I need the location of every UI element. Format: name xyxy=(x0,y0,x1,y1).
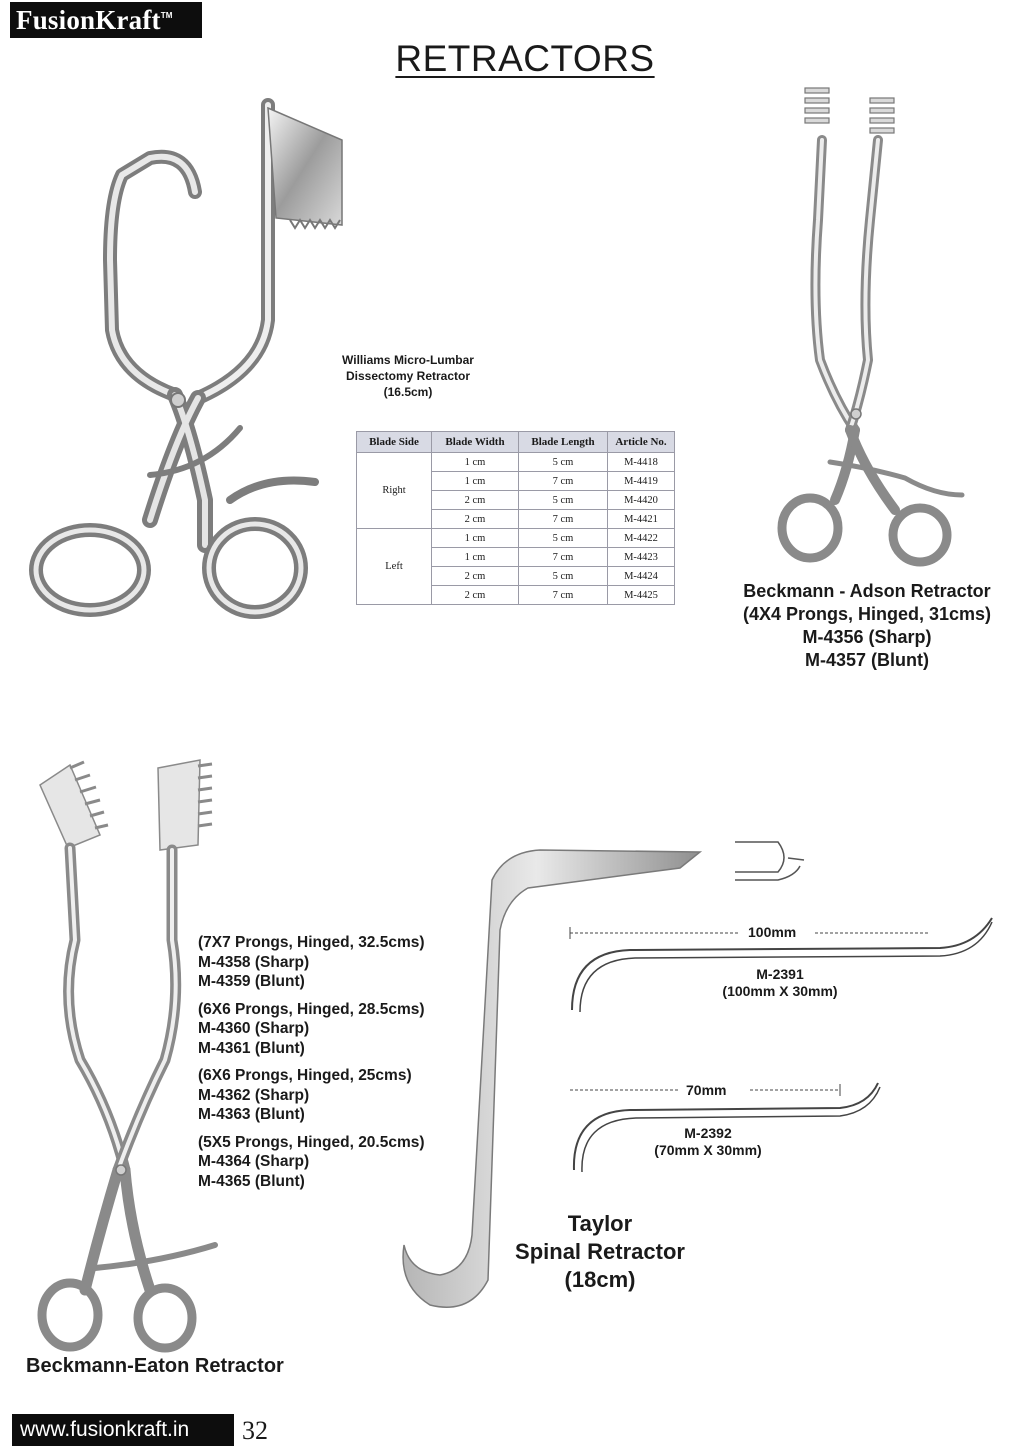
blunt-code: M-4361 (Blunt) xyxy=(198,1039,305,1057)
sharp-code: M-4358 (Sharp) xyxy=(198,953,310,971)
brand-logo: FusionKraftTM xyxy=(10,2,202,38)
table-cell: 5 cm xyxy=(518,566,608,586)
variant-code: M-2392 xyxy=(684,1125,732,1141)
variant-size: (70mm X 30mm) xyxy=(654,1142,762,1158)
beckmann-adson-caption: Beckmann - Adson Retractor (4X4 Prongs, … xyxy=(712,580,1022,672)
blade-side-cell: Right xyxy=(356,452,432,529)
table-cell: 1 cm xyxy=(431,452,519,472)
beckmann-eaton-spec-list: (7X7 Prongs, Hinged, 32.5cms) M-4358 (Sh… xyxy=(198,933,468,1199)
table-cell: M-4423 xyxy=(607,547,675,567)
table-cell: M-4425 xyxy=(607,585,675,605)
table-cell: 2 cm xyxy=(431,585,519,605)
table-cell: 1 cm xyxy=(431,547,519,567)
footer-website: www.fusionkraft.in xyxy=(12,1414,234,1446)
table-cell: 5 cm xyxy=(518,452,608,472)
dimension-label-100mm: 100mm xyxy=(742,924,803,940)
spec-group: (6X6 Prongs, Hinged, 28.5cms) M-4360 (Sh… xyxy=(198,1000,468,1059)
table-row: 2 cm 7 cm M-4425 xyxy=(357,585,675,605)
williams-caption-line1: Williams Micro-Lumbar xyxy=(342,353,474,367)
dimension-label-70mm: 70mm xyxy=(680,1082,733,1098)
table-cell: 1 cm xyxy=(431,471,519,491)
table-cell: 2 cm xyxy=(431,490,519,510)
variant-size: (100mm X 30mm) xyxy=(722,983,838,999)
trademark-mark: TM xyxy=(160,11,173,20)
column-header: Article No. xyxy=(607,431,675,453)
williams-caption-line2: Dissectomy Retractor xyxy=(345,369,471,383)
table-row: 2 cm 5 cm M-4420 xyxy=(357,490,675,510)
sharp-code: M-4360 (Sharp) xyxy=(198,1020,310,1037)
page-number: 32 xyxy=(242,1416,268,1445)
table-row: Left 1 cm 5 cm M-4422 xyxy=(356,528,675,605)
spec-group: (6X6 Prongs, Hinged, 25cms) M-4362 (Shar… xyxy=(198,1066,468,1125)
variant-label-m2392: M-2392 (70mm X 30mm) xyxy=(628,1125,788,1159)
table-row: 1 cm 7 cm M-4423 xyxy=(357,547,675,567)
taylor-title-line1: Taylor xyxy=(567,1211,633,1236)
table-cell: M-4421 xyxy=(607,509,675,529)
table-cell: 7 cm xyxy=(518,585,608,605)
table-cell: 1 cm xyxy=(431,528,519,548)
table-cell: 7 cm xyxy=(518,471,608,491)
column-header: Blade Side xyxy=(356,431,432,453)
table-cell: M-4418 xyxy=(607,452,675,472)
table-cell: M-4419 xyxy=(607,471,675,491)
blade-side-cell: Left xyxy=(356,528,432,605)
spec-size: (6X6 Prongs, Hinged, 28.5cms) xyxy=(198,1000,425,1018)
page-title: RETRACTORS xyxy=(395,38,655,79)
column-header: Blade Length xyxy=(518,431,608,453)
variant-code: M-2391 xyxy=(756,966,804,982)
adson-sharp-code: M-4356 (Sharp) xyxy=(802,627,932,647)
table-cell: M-4422 xyxy=(607,528,675,548)
spec-size: (5X5 Prongs, Hinged, 20.5cms) xyxy=(198,1133,425,1151)
spec-size: (6X6 Prongs, Hinged, 25cms) xyxy=(198,1067,412,1084)
beckmann-eaton-title: Beckmann-Eaton Retractor xyxy=(26,1355,284,1377)
sharp-code: M-4364 (Sharp) xyxy=(198,1153,310,1170)
table-cell: M-4424 xyxy=(607,566,675,586)
williams-caption: Williams Micro-Lumbar Dissectomy Retract… xyxy=(318,352,498,400)
taylor-title-line2: Spinal Retractor xyxy=(515,1239,685,1264)
adson-spec: (4X4 Prongs, Hinged, 31cms) xyxy=(742,604,992,624)
variant-label-m2391: M-2391 (100mm X 30mm) xyxy=(690,966,870,1000)
sharp-code: M-4362 (Sharp) xyxy=(198,1086,310,1104)
taylor-caption: Taylor Spinal Retractor (18cm) xyxy=(490,1210,710,1294)
spec-group: (7X7 Prongs, Hinged, 32.5cms) M-4358 (Sh… xyxy=(198,933,468,992)
blunt-code: M-4359 (Blunt) xyxy=(198,973,305,990)
table-cell: 5 cm xyxy=(518,490,608,510)
table-row: Right 1 cm 5 cm M-4418 xyxy=(356,452,675,529)
table-header-row: Blade Side Blade Width Blade Length Arti… xyxy=(356,431,675,453)
blunt-code: M-4363 (Blunt) xyxy=(198,1106,305,1123)
table-cell: M-4420 xyxy=(607,490,675,510)
column-header: Blade Width xyxy=(431,431,519,453)
taylor-size: (18cm) xyxy=(564,1267,636,1292)
adson-blunt-code: M-4357 (Blunt) xyxy=(804,650,929,670)
table-row: 2 cm 5 cm M-4424 xyxy=(357,566,675,586)
table-cell: 7 cm xyxy=(518,547,608,567)
williams-caption-line3: (16.5cm) xyxy=(383,385,433,399)
table-cell: 2 cm xyxy=(431,509,519,529)
blunt-code: M-4365 (Blunt) xyxy=(198,1172,305,1190)
adson-title: Beckmann - Adson Retractor xyxy=(743,581,991,601)
spec-group: (5X5 Prongs, Hinged, 20.5cms) M-4364 (Sh… xyxy=(198,1133,468,1192)
williams-spec-table: Blade Side Blade Width Blade Length Arti… xyxy=(356,431,675,605)
brand-name: FusionKraft xyxy=(16,5,161,35)
table-cell: 7 cm xyxy=(518,509,608,529)
table-cell: 5 cm xyxy=(518,528,608,548)
table-row: 2 cm 7 cm M-4421 xyxy=(357,509,675,529)
spec-size: (7X7 Prongs, Hinged, 32.5cms) xyxy=(198,934,425,951)
table-cell: 2 cm xyxy=(431,566,519,586)
